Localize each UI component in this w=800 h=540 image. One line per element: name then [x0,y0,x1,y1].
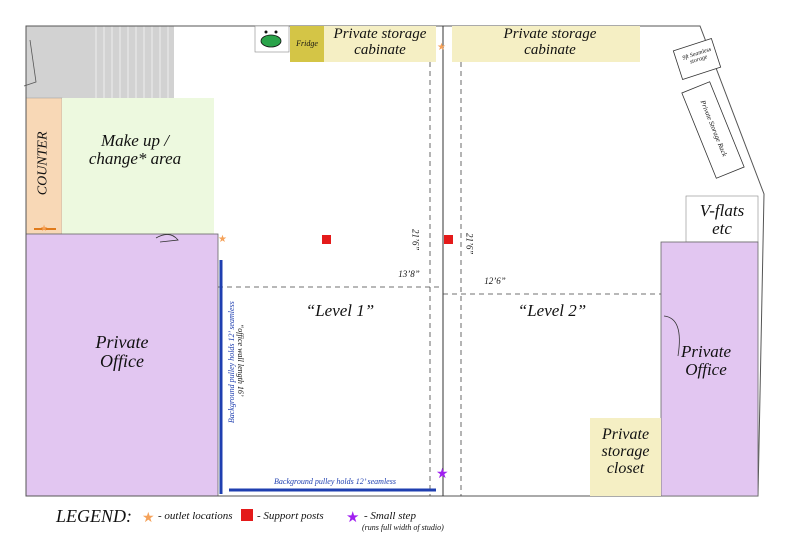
outlet-marker-3: ★ [40,224,48,234]
support-post-1 [322,235,331,244]
support-post-2 [444,235,453,244]
private-office-left-box [25,233,219,497]
legend-step-icon: ★ [346,508,359,526]
sink-icon [260,34,282,48]
storage-closet-box [590,418,661,496]
v-flats-label: V-flats etc [699,201,745,238]
private-office-right-label: Private Office [680,342,732,379]
private-office-left-label: Private Office [95,332,149,371]
small-step-marker: ★ [436,466,449,482]
dimension-21-6-left: 21’6” [410,228,421,251]
storage-cabinet-1-box [324,26,436,62]
level-2-label: “Level 2” [517,301,587,320]
office-left-door-swing [155,234,179,243]
storage-rack-box [681,81,745,179]
makeup-area-label: Make up / change* area [88,131,182,168]
pulley-horizontal-note: Background pulley holds 12’ seamless [274,477,396,486]
private-office-right-box [660,241,759,497]
storage-cabinet-2-label: Private storage cabinate [503,26,597,58]
seamless-storage-box [672,38,722,80]
legend-support-icon [241,509,253,521]
legend-support-text: - Support posts [257,510,324,522]
dimension-12-6: 12’6” [484,276,506,286]
office-right-door-swing [663,315,680,357]
storage-closet-label: Private storage closet [601,426,650,477]
v-flats-box [685,195,759,243]
storage-cabinet-1-label: Private storage cabinate [333,26,427,58]
legend-title: LEGEND: [56,506,132,526]
dimension-13-8: 13’8” [398,269,420,279]
outlet-marker-1: ★ [437,42,446,53]
makeup-area-box [62,98,214,234]
stair-area [26,26,174,98]
legend-outlet-text: - outlet locations [158,510,233,522]
storage-cabinet-2-box [452,26,640,62]
pulley-vertical-note-2: “office wall length 16’ [236,323,246,397]
fridge-box [290,26,324,62]
counter-label: COUNTER [35,131,51,196]
legend-outlet-icon: ★ [142,510,155,526]
dimension-21-6-right: 21’6” [464,232,475,255]
fridge-label: Fridge [296,39,318,48]
stair-door-swing [23,39,37,87]
legend-step-text: - Small step [364,510,416,522]
outlet-marker-2: ★ [218,234,227,245]
level-1-label: “Level 1” [305,301,375,320]
legend-step-note: (runs full width of studio) [362,523,444,532]
stair-treads [95,26,169,98]
dimension-lines [218,62,661,496]
